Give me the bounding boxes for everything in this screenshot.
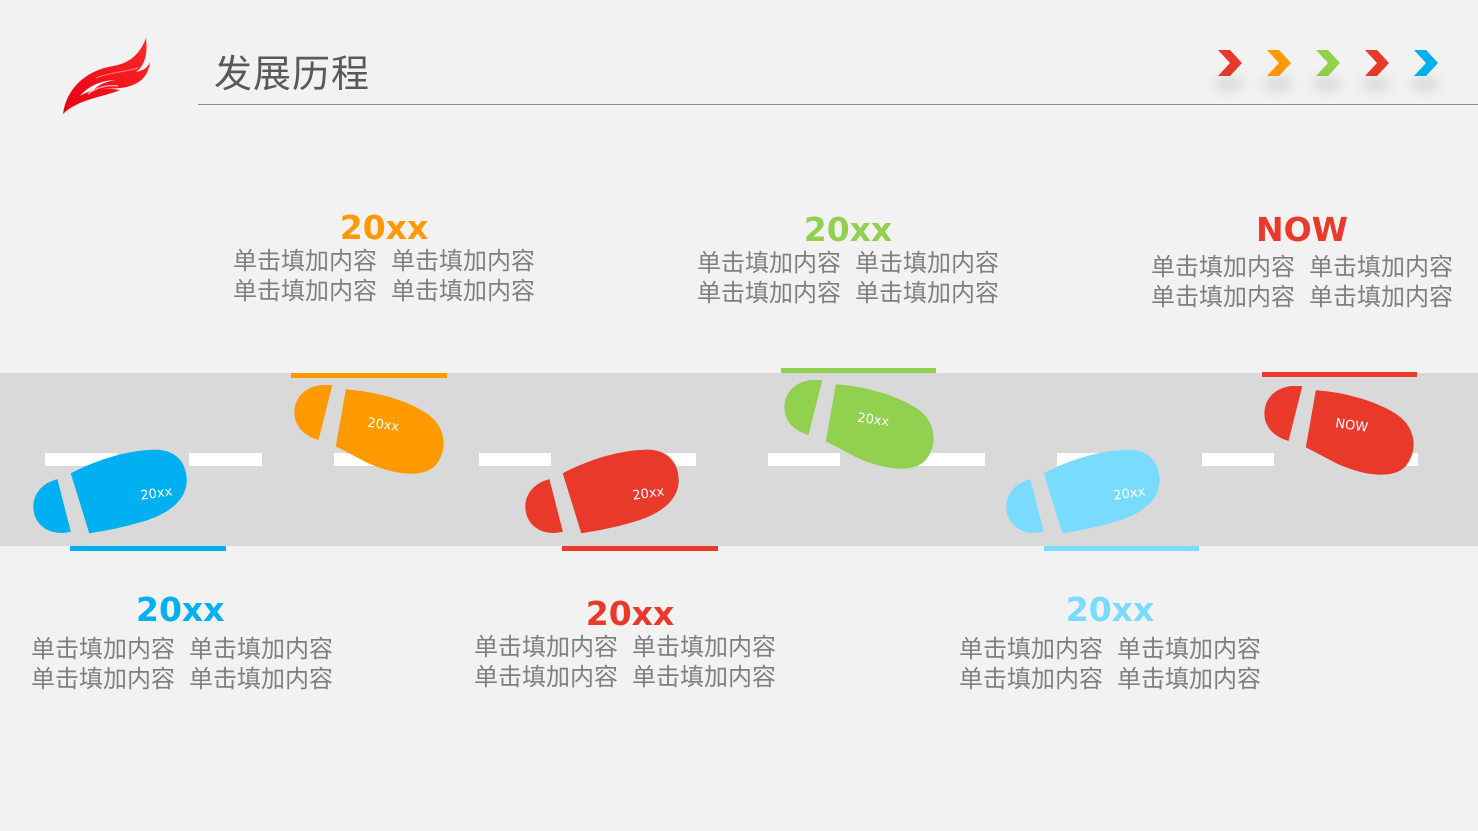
milestone-bar-2 [291, 373, 447, 378]
footprint-icon: 20xx [1006, 449, 1160, 534]
milestone-desc: 单击填加内容单击填加内容 单击填加内容单击填加内容 [1151, 253, 1453, 311]
milestone-bar-5 [1044, 546, 1199, 551]
footprint-icon: 20xx [33, 449, 187, 534]
footprint-label: 20xx [140, 484, 174, 503]
lane-dash [912, 453, 985, 466]
milestone-desc: 单击填加内容单击填加内容 单击填加内容单击填加内容 [474, 633, 776, 691]
milestone-year: 20xx [136, 590, 225, 629]
footprint-label: 20xx [366, 416, 400, 435]
footprint-label: 20xx [856, 411, 890, 430]
milestone-desc: 单击填加内容单击填加内容 单击填加内容单击填加内容 [959, 635, 1261, 693]
footprint-label: 20xx [1113, 484, 1147, 503]
footprint-icon: 20xx [294, 385, 444, 474]
milestone-year: 20xx [803, 210, 893, 249]
footprint-label: 20xx [632, 484, 666, 503]
milestone-2: 20xx 单击填加内容单击填加内容 单击填加内容单击填加内容 [214, 210, 554, 306]
milestone-desc: 单击填加内容单击填加内容 单击填加内容单击填加内容 [233, 247, 535, 305]
milestone-year: NOW [1255, 210, 1349, 249]
milestone-year: 20xx [339, 208, 429, 247]
milestone-4: 20xx 单击填加内容单击填加内容 单击填加内容单击填加内容 [678, 212, 1018, 308]
chevron-right-icon [1410, 48, 1440, 90]
milestone-1: 20xx 单击填加内容单击填加内容 单击填加内容单击填加内容 [12, 592, 352, 694]
flame-logo-icon [63, 38, 150, 114]
page-title: 发展历程 [214, 52, 371, 96]
milestone-year: 20xx [1065, 590, 1155, 629]
milestone-bar-6 [1262, 372, 1417, 377]
lane-dash [189, 453, 262, 466]
chevron-right-icon [1361, 48, 1391, 90]
milestone-3: 20xx 单击填加内容单击填加内容 单击填加内容单击填加内容 [455, 596, 795, 692]
milestone-desc: 单击填加内容单击填加内容 单击填加内容单击填加内容 [31, 635, 333, 693]
milestone-bar-3 [562, 546, 718, 551]
milestone-desc: 单击填加内容单击填加内容 单击填加内容单击填加内容 [697, 249, 999, 307]
milestone-bar-4 [781, 368, 936, 373]
lane-dash [479, 453, 551, 466]
footprint-icon: 20xx [784, 380, 934, 469]
milestone-bar-1 [70, 546, 226, 551]
title-divider [198, 104, 1478, 105]
milestone-year: 20xx [585, 594, 675, 633]
footprint-label: NOW [1334, 416, 1369, 435]
footprint-icon: NOW [1264, 386, 1414, 475]
chevron-right-icon [1312, 48, 1342, 90]
milestone-5: 20xx 单击填加内容单击填加内容 单击填加内容单击填加内容 [940, 592, 1280, 694]
chevron-right-icon [1263, 48, 1293, 90]
footprint-icon: 20xx [525, 449, 679, 534]
lane-dash [768, 453, 840, 466]
milestone-6: NOW 单击填加内容单击填加内容 单击填加内容单击填加内容 [1132, 212, 1472, 312]
chevron-right-icon [1214, 48, 1244, 90]
lane-dash [1202, 453, 1274, 466]
